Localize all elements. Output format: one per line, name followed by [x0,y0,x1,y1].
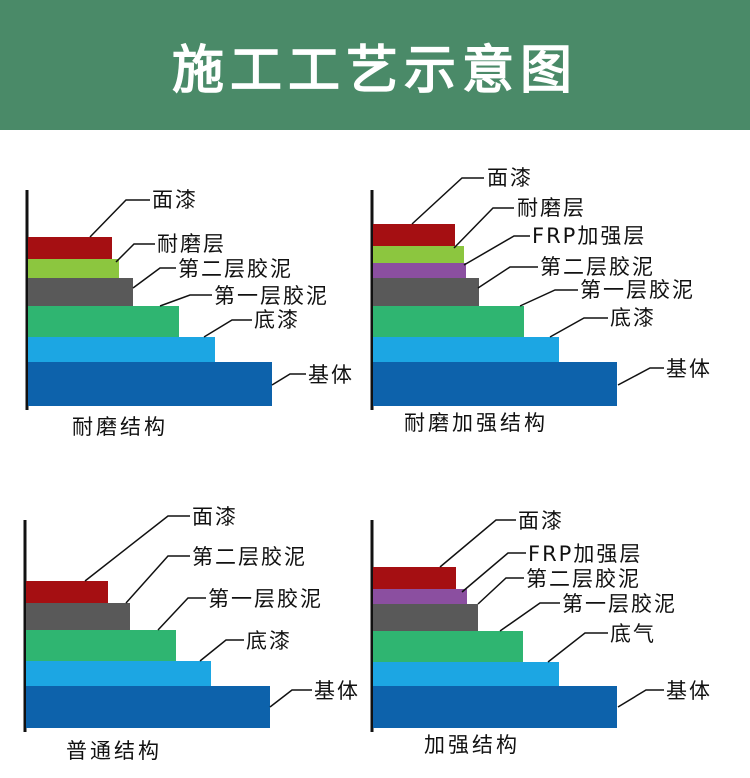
layer-bars [373,567,617,728]
layer-label: 面漆 [152,188,198,212]
layer-label: 第一层胶泥 [208,587,323,611]
layer-bar [373,278,479,306]
layer-label: 第一层胶泥 [214,284,329,308]
layer-bar [28,362,272,406]
layer-label: 面漆 [192,505,238,529]
leader-lines [439,519,664,708]
leader-line [89,199,150,238]
diagram-caption: 加强结构 [424,733,520,757]
layer-bar [26,686,270,728]
layer-label: 基体 [308,363,354,387]
leader-line [84,515,190,582]
layer-label: FRP加强层 [528,542,642,566]
leader-line [547,632,608,663]
layer-bar [28,259,119,278]
leader-line [271,373,306,386]
leader-line [115,243,155,263]
layer-bar [26,630,176,661]
layer-label: 面漆 [518,509,564,533]
leader-line [157,597,206,631]
header-banner: 施工工艺示意图 [0,0,750,130]
layer-bars [28,237,272,406]
layer-label: 第一层胶泥 [580,278,695,302]
leader-line [549,317,608,338]
leader-line [199,639,244,662]
layer-bar [373,337,559,362]
leader-line [477,577,524,605]
diagram-caption: 普通结构 [66,739,162,763]
diagram-standard-structure: 面漆 第二层胶泥 第一层胶泥 底漆 基体 普通结构 [23,505,360,763]
layer-bar [373,224,455,246]
diagram-caption: 耐磨加强结构 [404,411,548,435]
leader-line [159,294,212,307]
diagram-wear-structure: 面漆 耐磨层 第二层胶泥 第一层胶泥 底漆 基体 耐磨结构 [25,188,354,439]
layer-label: 底漆 [254,308,300,332]
leader-line [411,177,484,225]
layer-label: 耐磨层 [157,232,226,256]
leader-line [269,689,312,708]
leader-line [617,689,664,708]
layer-label: 面漆 [487,166,533,190]
layer-bar [26,603,130,630]
diagram-wear-reinforced-structure: 面漆 耐磨层 FRP加强层 第二层胶泥 第一层胶泥 底漆 基体 耐磨加强结构 [370,166,712,435]
layer-label: 耐磨层 [517,196,586,220]
layer-bar [28,337,215,362]
layer-bar [373,306,524,337]
layer-bar [28,237,112,259]
layer-bar [28,278,133,306]
layer-bar [373,362,617,406]
layer-label: 底漆 [610,306,656,330]
layer-bar [373,686,617,728]
layer-bar [373,263,466,278]
layer-bars [373,224,617,406]
leader-line [519,289,578,307]
layer-label: 第一层胶泥 [562,592,677,616]
layer-bars [26,581,270,728]
layer-label: 第二层胶泥 [178,257,293,281]
leader-line [203,319,252,338]
layer-bar [28,306,179,337]
layer-bar [26,661,211,686]
leader-line [463,235,530,266]
leader-line [453,207,514,249]
leader-lines [411,177,664,386]
layer-bar [373,589,467,604]
layer-bar [373,246,464,263]
layer-bar [26,581,108,603]
leader-line [461,552,526,593]
layer-label: 基体 [666,357,712,381]
leader-lines [89,199,306,386]
leader-line [477,266,538,289]
diagram-caption: 耐磨结构 [72,415,168,439]
layer-label: 第二层胶泥 [526,567,641,591]
diagram-reinforced-structure: 面漆 FRP加强层 第二层胶泥 第一层胶泥 底气 基体 加强结构 [370,509,712,757]
layer-bar [373,631,523,662]
leader-line [439,519,516,568]
layer-bar [373,662,559,686]
page-title: 施工工艺示意图 [171,40,578,101]
leader-line [125,555,190,604]
layer-label: FRP加强层 [532,224,646,248]
layer-bar [373,604,478,631]
leader-line [617,367,664,386]
leader-lines [84,515,312,708]
layer-label: 底漆 [246,629,292,653]
leader-line [499,602,560,632]
layer-label: 第二层胶泥 [192,545,307,569]
layer-label: 基体 [314,679,360,703]
layer-bar [373,567,456,589]
layer-label: 底气 [610,622,656,646]
leader-line [132,267,176,289]
layer-label: 第二层胶泥 [540,255,655,279]
layer-label: 基体 [666,679,712,703]
